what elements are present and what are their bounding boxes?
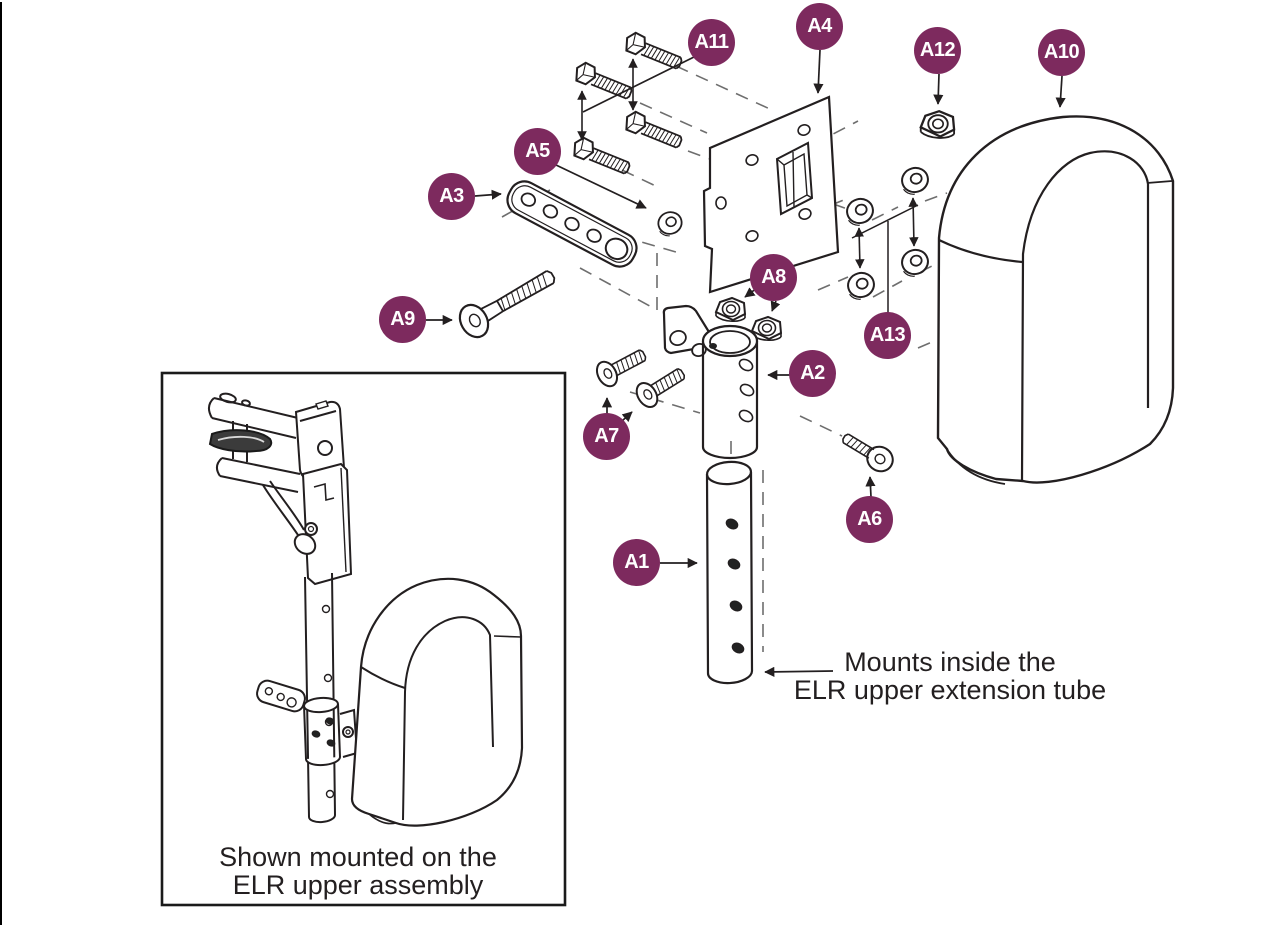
hex-bolt [621, 29, 686, 73]
inset-caption-line1: Shown mounted on the [219, 842, 497, 872]
tube-clamp-part [662, 304, 759, 460]
callout-a5-label: A5 [525, 140, 550, 162]
callout-a10-label: A10 [1043, 41, 1080, 63]
mounting-plate-part [702, 95, 840, 294]
flat-head-screw [631, 360, 691, 412]
mounts-note-leader [764, 666, 834, 677]
washer [842, 195, 878, 229]
washer [843, 269, 879, 303]
callout-a10: A10 [1038, 29, 1085, 76]
hex-bolt [621, 108, 686, 152]
inset-assembly-drawing [208, 392, 524, 827]
callout-a4: A4 [796, 3, 843, 50]
flat-head-screw [453, 259, 563, 344]
inset-view [160, 371, 567, 907]
inset-caption: Shown mounted on the ELR upper assembly [178, 843, 538, 899]
callout-a4-label: A4 [807, 15, 832, 37]
mounts-note: Mounts inside the ELR upper extension tu… [780, 648, 1120, 704]
slotted-plate-part [506, 180, 638, 268]
hex-nut [715, 297, 746, 323]
washer [897, 164, 933, 198]
callout-a12: A12 [914, 27, 961, 74]
inner-tube-part [705, 460, 754, 685]
callout-a3: A3 [428, 173, 475, 220]
callout-bracket-line [851, 204, 919, 313]
button-head-screw [836, 426, 899, 477]
callout-a7-label: A7 [594, 425, 619, 447]
callout-a11: A11 [688, 19, 735, 66]
callout-a13-label: A13 [869, 324, 906, 346]
page-left-edge-line [0, 2, 2, 925]
callout-a8: A8 [750, 254, 797, 301]
inset-caption-line2: ELR upper assembly [232, 870, 484, 900]
callout-a1-label: A1 [624, 551, 649, 573]
callout-a2: A2 [789, 350, 836, 397]
spacing-arrow [908, 197, 919, 247]
callout-a12-label: A12 [919, 39, 956, 61]
callout-a6: A6 [846, 496, 893, 543]
callout-a5: A5 [514, 128, 561, 175]
callout-a9: A9 [379, 296, 426, 343]
callout-a8-label: A8 [761, 266, 786, 288]
washer [897, 246, 933, 280]
calf-pad-part [936, 115, 1175, 485]
callout-a13: A13 [864, 312, 911, 359]
callout-a6-label: A6 [857, 508, 882, 530]
callout-a11-label: A11 [694, 31, 729, 53]
hex-bolts-group [569, 29, 686, 178]
callout-a1: A1 [613, 539, 660, 586]
callout-a3-label: A3 [439, 185, 464, 207]
washer [654, 208, 686, 239]
callout-a2-label: A2 [800, 362, 825, 384]
mounts-note-line2: ELR upper extension tube [793, 675, 1107, 705]
callout-a9-label: A9 [390, 308, 415, 330]
lock-nut [919, 110, 956, 140]
callout-a7: A7 [583, 413, 630, 460]
mounts-note-line1: Mounts inside the [844, 647, 1056, 677]
washers-group [842, 164, 933, 313]
